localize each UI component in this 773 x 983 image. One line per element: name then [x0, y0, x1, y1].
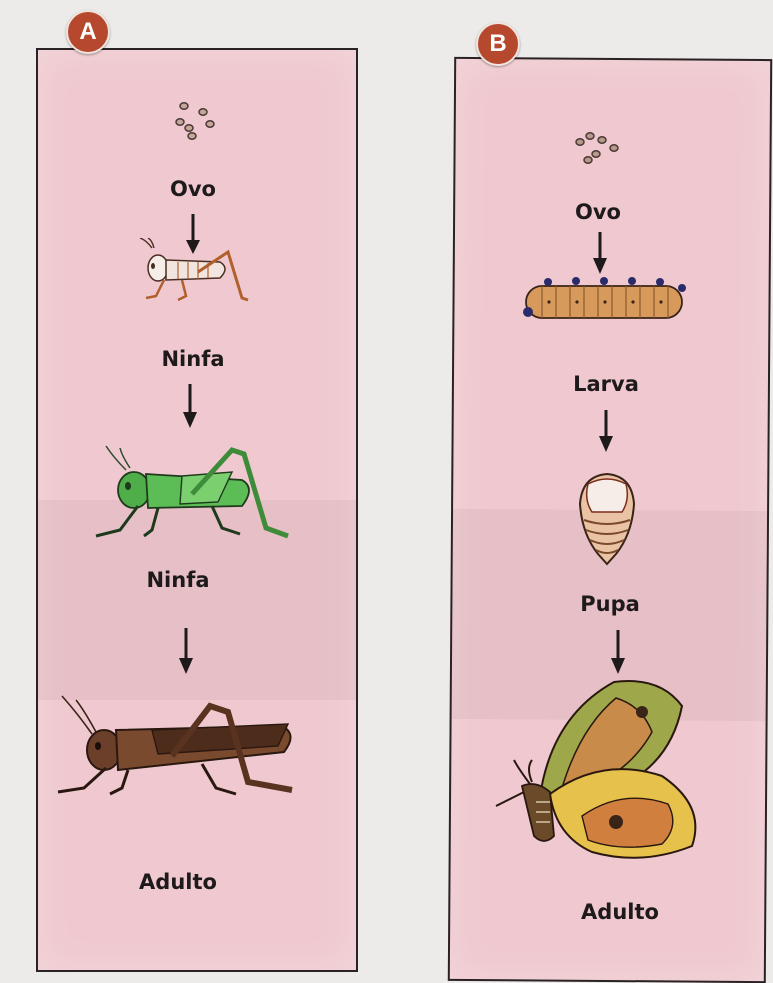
arrow-down-icon — [590, 232, 610, 276]
adult-moth-icon — [492, 676, 712, 862]
pupa-icon — [572, 470, 642, 566]
panel-b-badge: B — [476, 22, 520, 66]
stage-label-larva: Larva — [573, 372, 639, 396]
arrow-down-icon — [176, 628, 196, 676]
eggs-a-icon — [168, 98, 228, 144]
eggs-b-icon — [570, 124, 626, 168]
larva-caterpillar-icon — [518, 272, 690, 328]
small-nymph-icon — [138, 238, 250, 308]
large-nymph-icon — [92, 444, 292, 544]
stage-label-pupa: Pupa — [580, 592, 640, 616]
stage-label-adulto-b: Adulto — [581, 900, 659, 924]
stage-label-adulto-a: Adulto — [139, 870, 217, 894]
stage-label-ovo-a: Ovo — [170, 177, 216, 201]
arrow-down-icon — [180, 384, 200, 430]
arrow-down-icon — [596, 410, 616, 454]
stage-label-ninfa-1: Ninfa — [161, 347, 224, 371]
stage-label-ninfa-2: Ninfa — [146, 568, 209, 592]
arrow-down-icon — [608, 630, 628, 676]
adult-grasshopper-icon — [52, 690, 306, 800]
stage-label-ovo-b: Ovo — [575, 200, 621, 224]
panel-a-badge: A — [66, 10, 110, 54]
